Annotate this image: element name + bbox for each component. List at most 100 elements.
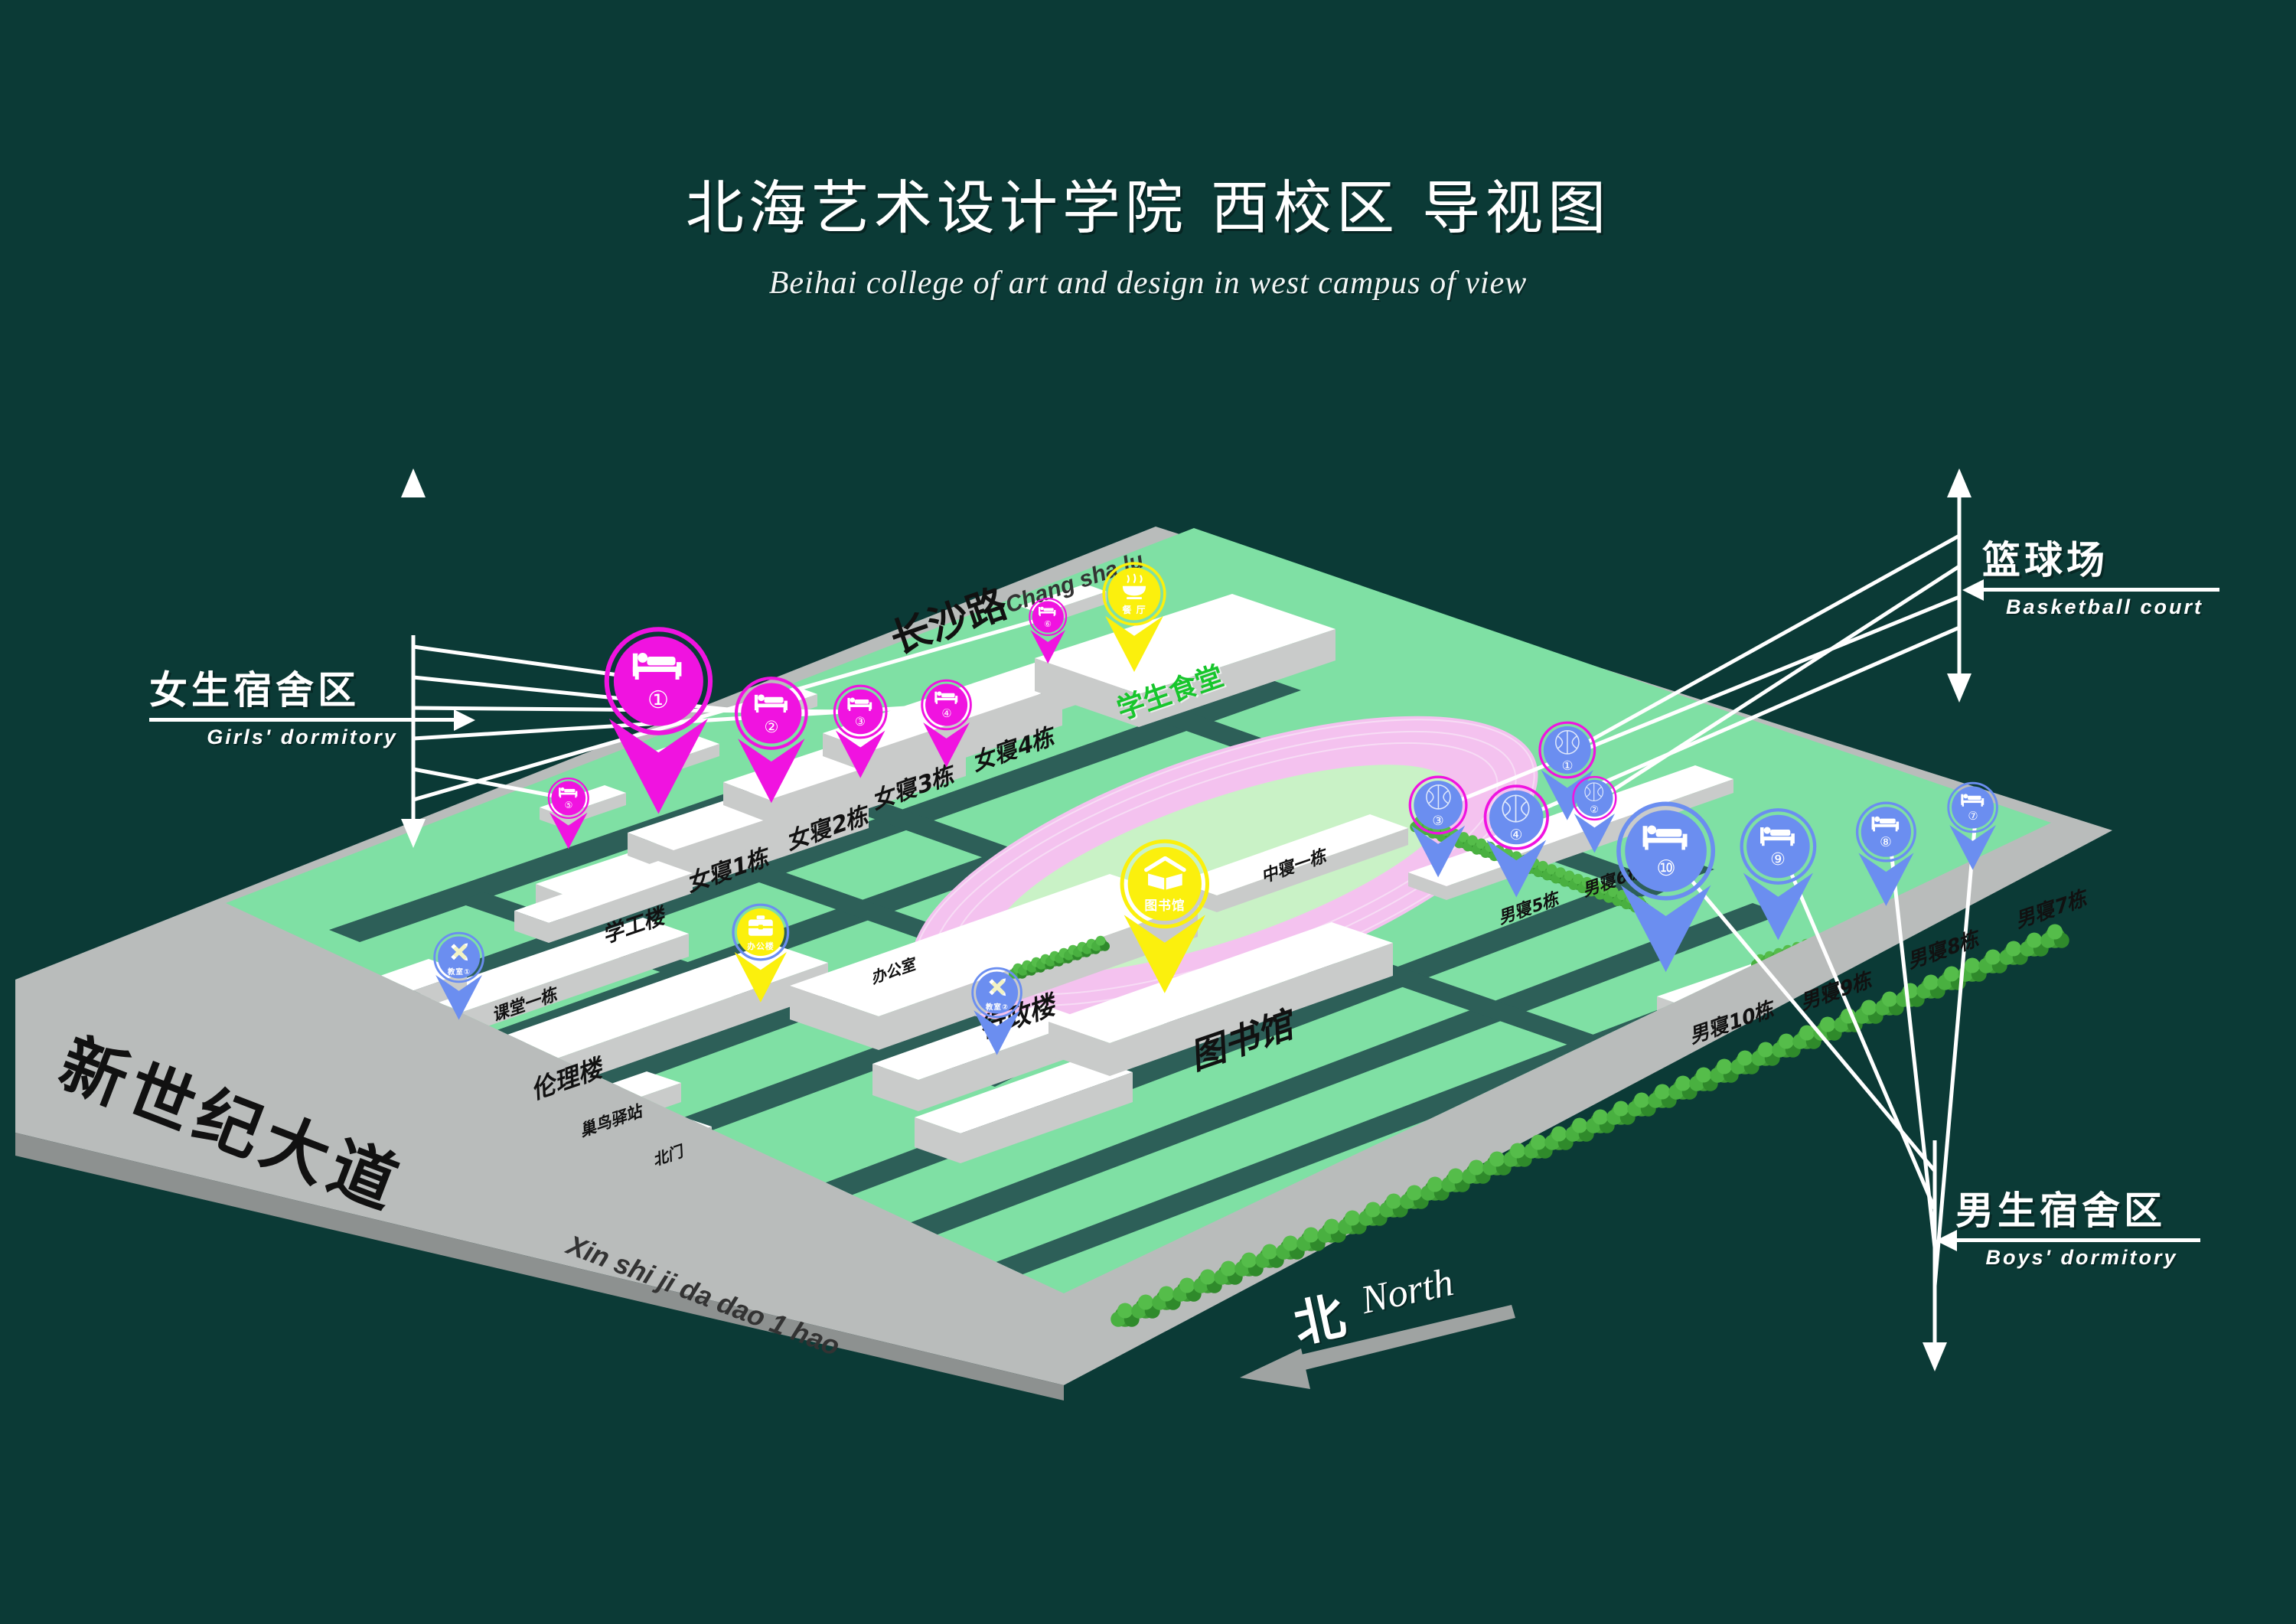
tree-icon xyxy=(1559,870,1580,887)
map-marker-boys-8[interactable]: ⑧ xyxy=(1855,801,1916,906)
tree-icon xyxy=(1792,1025,1821,1049)
map-marker-court-1[interactable]: ① xyxy=(1538,721,1596,820)
map-marker-girls-6[interactable]: ⑥ xyxy=(1029,598,1067,664)
map-marker-classroom-2[interactable]: 教室② xyxy=(971,967,1023,1055)
map-marker-girls-2[interactable]: ② xyxy=(735,677,808,804)
marker-shape xyxy=(547,777,590,850)
callout-boys-dormitory-en: Boys' dormitory xyxy=(1985,1246,2178,1269)
map-marker-boys-9[interactable]: ⑨ xyxy=(1740,808,1816,941)
building-label-beimen: 北门 xyxy=(654,1140,684,1170)
building-label-nan-qin-10: 男寝10栋 xyxy=(1691,996,1775,1049)
callout-boys-dormitory-cn: 男生宿舍区 xyxy=(1955,1189,2166,1233)
tree-icon xyxy=(1482,1151,1512,1176)
building-label-tushuguan: 图书馆 xyxy=(1192,1001,1296,1079)
tree-icon xyxy=(1797,938,1815,954)
map-marker-classroom-1[interactable]: 教室① xyxy=(433,931,485,1020)
tree-icon xyxy=(1379,1193,1408,1218)
marker-shape xyxy=(1102,562,1166,672)
tree-icon xyxy=(1524,1134,1553,1159)
marker-shape xyxy=(735,677,808,804)
marker-shape xyxy=(1855,801,1916,906)
tree-icon xyxy=(1730,1050,1760,1075)
tree-icon xyxy=(2020,932,2049,957)
marker-shape xyxy=(1120,839,1210,993)
building-label-nv-qin-4: 女寝4栋 xyxy=(974,722,1055,778)
callout-rule xyxy=(1962,579,2219,601)
tree-icon xyxy=(1234,1252,1264,1277)
marker-shape xyxy=(833,684,888,778)
map-marker-court-3[interactable]: ③ xyxy=(1408,775,1468,878)
tree-icon xyxy=(1565,1117,1594,1142)
map-marker-girls-5[interactable]: ⑤ xyxy=(547,777,590,850)
tree-icon xyxy=(1627,1092,1656,1117)
map-title-block: 北海艺术设计学院 西校区 导视图 Beihai college of art a… xyxy=(0,161,2296,302)
tree-icon xyxy=(1854,1000,1883,1024)
map-marker-boys-10[interactable]: ⑩ xyxy=(1616,801,1716,973)
tree-icon xyxy=(1027,957,1045,973)
map-marker-library[interactable]: 图书馆 xyxy=(1120,839,1210,993)
map-marker-girls-1[interactable]: ① xyxy=(604,627,713,814)
marker-shape xyxy=(732,903,790,1003)
map-marker-canteen[interactable]: 餐 厅 xyxy=(1102,562,1166,672)
tree-icon xyxy=(1779,944,1797,960)
tree-icon xyxy=(1462,1159,1491,1184)
tree-icon xyxy=(1544,1126,1574,1150)
tree-icon xyxy=(1668,1075,1698,1100)
road-label-changsha-lu-cn: 长沙路 xyxy=(885,580,1013,664)
tree-icon xyxy=(1214,1260,1243,1285)
tree-icon xyxy=(1788,941,1806,957)
map-marker-girls-4[interactable]: ④ xyxy=(921,679,973,768)
marker-shape xyxy=(1571,775,1617,853)
callout-rule xyxy=(1936,1230,2200,1251)
map-marker-court-2[interactable]: ② xyxy=(1571,775,1617,853)
tree-icon xyxy=(1255,1244,1284,1268)
tree-icon xyxy=(1358,1202,1388,1226)
tree-icon xyxy=(1760,951,1779,967)
callout-girls-dormitory-en: Girls' dormitory xyxy=(207,726,398,748)
callout-basketball-court-en: Basketball court xyxy=(2005,595,2204,618)
building-label-xuegong: 学工楼 xyxy=(604,902,667,949)
building-label-lunli: 伦理楼 xyxy=(533,1052,604,1106)
building-label-nv-qin-2: 女寝2栋 xyxy=(788,801,869,856)
callout-boys-dormitory: 男生宿舍区 Boys' dormitory xyxy=(1936,1180,2208,1270)
tree-icon xyxy=(1045,951,1064,967)
map-marker-office[interactable]: 办公楼 xyxy=(732,903,790,1003)
callout-girls-dormitory: 女生宿舍区 Girls' dormitory xyxy=(149,660,475,749)
map-marker-boys-7[interactable]: ⑦ xyxy=(1947,781,1999,870)
tree-icon xyxy=(1958,957,1987,982)
marker-shape xyxy=(1483,784,1549,898)
building-label-bangongshi: 办公室 xyxy=(872,954,917,988)
tree-icon xyxy=(1400,1185,1429,1209)
tree-icon xyxy=(1834,1008,1863,1032)
tree-icon xyxy=(1648,1084,1677,1108)
marker-shape xyxy=(1408,775,1468,878)
marker-shape xyxy=(921,679,973,768)
building-label-nan-qin-8: 男寝8栋 xyxy=(1909,926,1980,974)
callout-basketball-court: 篮球场 Basketball court xyxy=(1962,530,2227,619)
tree-icon xyxy=(1606,1101,1636,1125)
tree-icon xyxy=(1751,954,1769,970)
marker-shape xyxy=(433,931,485,1020)
tree-icon xyxy=(1036,954,1055,970)
building-label-nan-qin-9: 男寝9栋 xyxy=(1802,967,1873,1016)
marker-shape xyxy=(1616,801,1716,973)
tree-icon xyxy=(1172,1277,1202,1302)
marker-shape xyxy=(1947,781,1999,870)
tree-icon xyxy=(1999,941,2028,965)
tree-icon xyxy=(1276,1235,1305,1260)
tree-icon xyxy=(1813,1016,1842,1041)
tree-icon xyxy=(1091,935,1110,951)
callout-basketball-court-cn: 篮球场 xyxy=(1982,538,2108,582)
page-title-en: Beihai college of art and design in west… xyxy=(768,266,1528,301)
tree-row-edge xyxy=(1110,924,2069,1327)
tree-icon xyxy=(1689,1067,1718,1091)
map-marker-girls-3[interactable]: ③ xyxy=(833,684,888,778)
north-compass-cn: 北 xyxy=(1288,1286,1351,1355)
tree-icon xyxy=(1503,1143,1532,1167)
tree-icon xyxy=(1916,974,1945,999)
marker-shape xyxy=(1740,808,1816,941)
tree-icon xyxy=(1710,1058,1739,1083)
map-marker-court-4[interactable]: ④ xyxy=(1483,784,1549,898)
tree-icon xyxy=(1441,1168,1470,1192)
